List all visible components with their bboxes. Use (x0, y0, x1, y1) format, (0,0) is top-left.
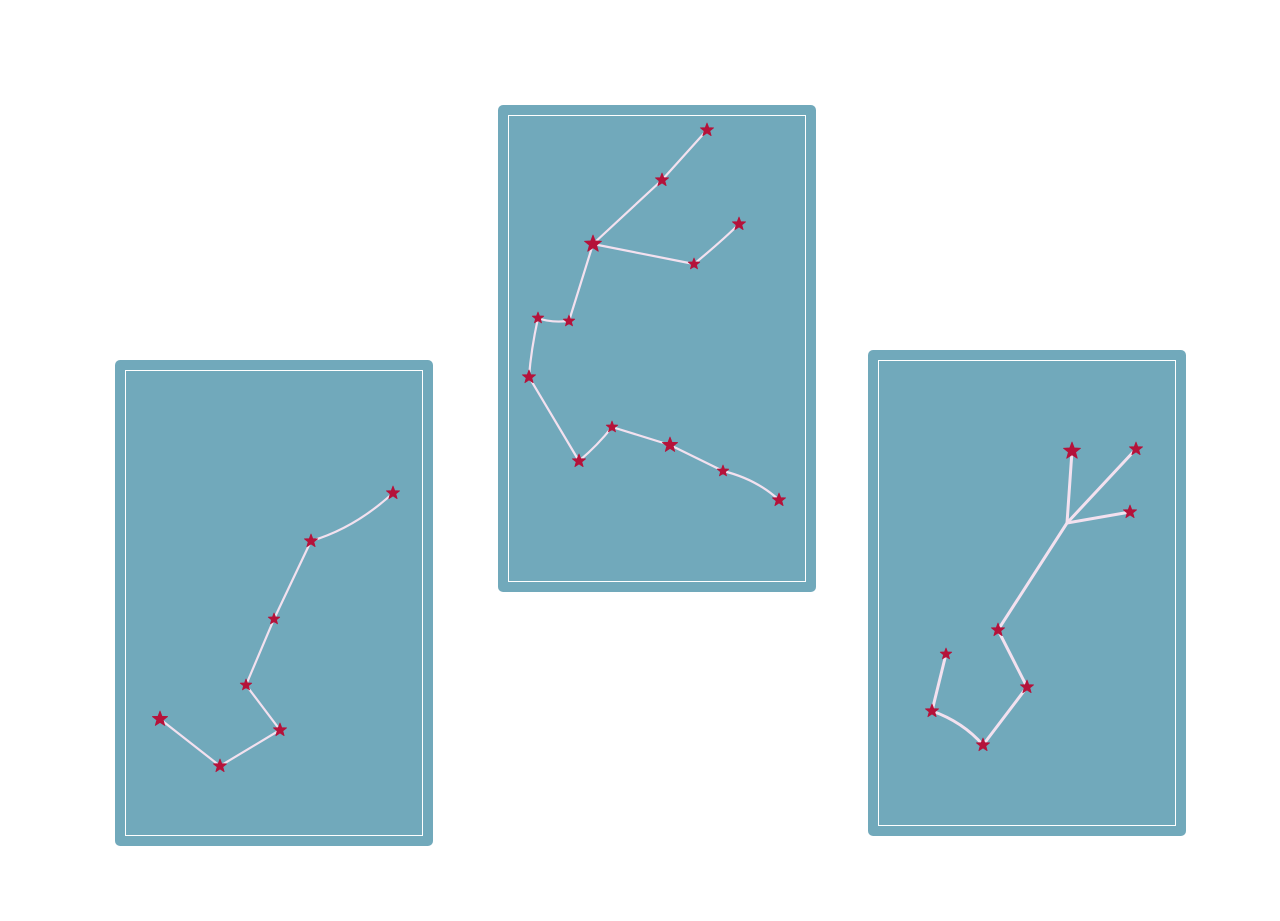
constellation-line (996, 521, 1069, 632)
star-icon (1019, 679, 1035, 694)
star-icon (661, 436, 679, 452)
constellation-card-left[interactable] (115, 360, 433, 846)
star-icon (771, 492, 787, 507)
constellation-line (930, 709, 985, 747)
card-inner-border (508, 115, 806, 582)
star-icon (531, 311, 545, 324)
constellation-line (244, 683, 282, 732)
constellation-line (610, 425, 672, 447)
star-icon (1122, 504, 1138, 519)
constellation-drawing-right (924, 441, 1144, 752)
constellation-line (527, 316, 540, 379)
card-inner-border (878, 360, 1176, 826)
star-icon (562, 314, 576, 327)
star-icon (584, 234, 602, 252)
constellation-line (591, 242, 696, 266)
constellation-line (527, 375, 581, 463)
constellation-line (309, 491, 395, 543)
star-icon (267, 612, 281, 625)
constellation-line (1065, 510, 1132, 525)
star-icon (924, 703, 940, 718)
constellation-line (567, 242, 595, 323)
star-icon (303, 533, 319, 548)
constellation-line (692, 222, 741, 266)
constellation-drawing-middle (521, 122, 787, 507)
star-icon (687, 257, 701, 270)
constellation-line (244, 617, 276, 687)
constellation-line (577, 425, 614, 463)
card-inner-border (125, 370, 423, 836)
star-icon (571, 453, 587, 468)
star-icon (654, 172, 670, 187)
constellation-line (218, 728, 282, 768)
constellation-line (158, 717, 222, 768)
star-icon (716, 464, 730, 477)
constellation-line (591, 178, 664, 246)
star-icon (731, 216, 747, 231)
constellation-line (660, 128, 709, 182)
constellation-line (996, 628, 1029, 689)
star-icon (605, 420, 619, 433)
star-icon (990, 622, 1006, 637)
constellation-line (981, 685, 1029, 747)
star-icon (212, 758, 228, 773)
star-icon (385, 485, 401, 500)
constellation-line (1065, 447, 1138, 525)
constellation-card-right[interactable] (868, 350, 1186, 836)
star-icon (939, 647, 953, 660)
constellation-drawing-left (151, 485, 401, 773)
star-icon (272, 722, 288, 737)
star-icon (521, 369, 537, 384)
constellation-line (668, 443, 725, 473)
star-icon (239, 678, 253, 691)
star-icon (1128, 441, 1144, 456)
star-icon (1063, 441, 1081, 459)
constellation-line (721, 469, 781, 502)
star-icon (975, 737, 991, 752)
constellation-line (272, 539, 313, 621)
star-icon (151, 710, 169, 726)
constellation-line (1065, 449, 1074, 525)
constellation-card-middle[interactable] (498, 105, 816, 592)
star-icon (699, 122, 715, 137)
constellation-line (930, 652, 948, 713)
